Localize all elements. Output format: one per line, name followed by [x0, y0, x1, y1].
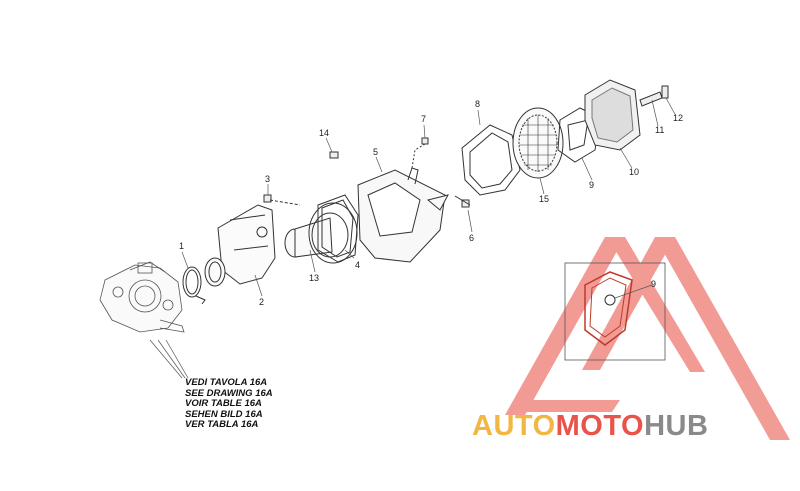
clamp-ring-part-1	[182, 266, 206, 305]
reference-line-es: VER TABLA 16A	[185, 419, 259, 430]
callout-3: 3	[265, 174, 270, 184]
callout-6: 6	[469, 233, 474, 243]
callout-11: 11	[655, 125, 664, 135]
reference-line-en: SEE DRAWING 16A	[185, 387, 273, 399]
gasket-plate-part-8	[461, 124, 521, 196]
duct-tube-part-13	[284, 202, 358, 264]
screw-part-6	[454, 195, 471, 208]
watermark-auto: AUTO	[472, 410, 556, 442]
callout-12: 12	[673, 113, 683, 123]
callout-7: 7	[421, 114, 426, 124]
callout-5: 5	[373, 147, 378, 157]
filter-screen-part-15	[512, 107, 564, 179]
screw-part-7	[411, 137, 429, 169]
callout-labels: 1 2 3 4 5 6 7 8 9 10 11 12 13 14 15 9	[179, 99, 683, 307]
callout-14: 14	[319, 128, 329, 138]
reference-line-fr: VOIR TABLE 16A	[185, 398, 262, 409]
clip-part-14	[329, 151, 339, 159]
watermark-moto: MOTO	[555, 410, 645, 442]
airbox-housing-part-5	[357, 167, 449, 263]
bracket-part-9	[557, 107, 601, 163]
drawing-reference-note: VEDI TAVOLA 16A SEE DRAWING 16A VOIR TAB…	[185, 377, 273, 431]
screw-part-3	[263, 194, 301, 206]
detail-inset	[564, 262, 666, 361]
callout-13: 13	[309, 273, 319, 283]
throttle-body	[99, 261, 185, 333]
leader-lines	[149, 97, 677, 379]
watermark-hub: HUB	[644, 410, 709, 442]
callout-8: 8	[475, 99, 480, 109]
reference-line-de: SEHEN BILD 16A	[185, 408, 263, 420]
intake-housing-part-2	[204, 204, 276, 287]
filter-cover-part-10	[584, 79, 641, 151]
callout-2: 2	[259, 297, 264, 307]
callout-9: 9	[589, 180, 594, 190]
detail-callout-9: 9	[651, 279, 656, 289]
callout-15: 15	[539, 194, 549, 204]
callout-10: 10	[629, 167, 639, 177]
knob-part-12	[661, 85, 669, 99]
callout-1: 1	[179, 241, 184, 251]
callout-4: 4	[355, 260, 360, 270]
watermark-logo: AUTOMOTOHUB	[472, 410, 708, 443]
bolt-part-11	[639, 91, 663, 107]
gasket-part-4	[317, 194, 359, 263]
reference-line-it: VEDI TAVOLA 16A	[185, 377, 268, 388]
